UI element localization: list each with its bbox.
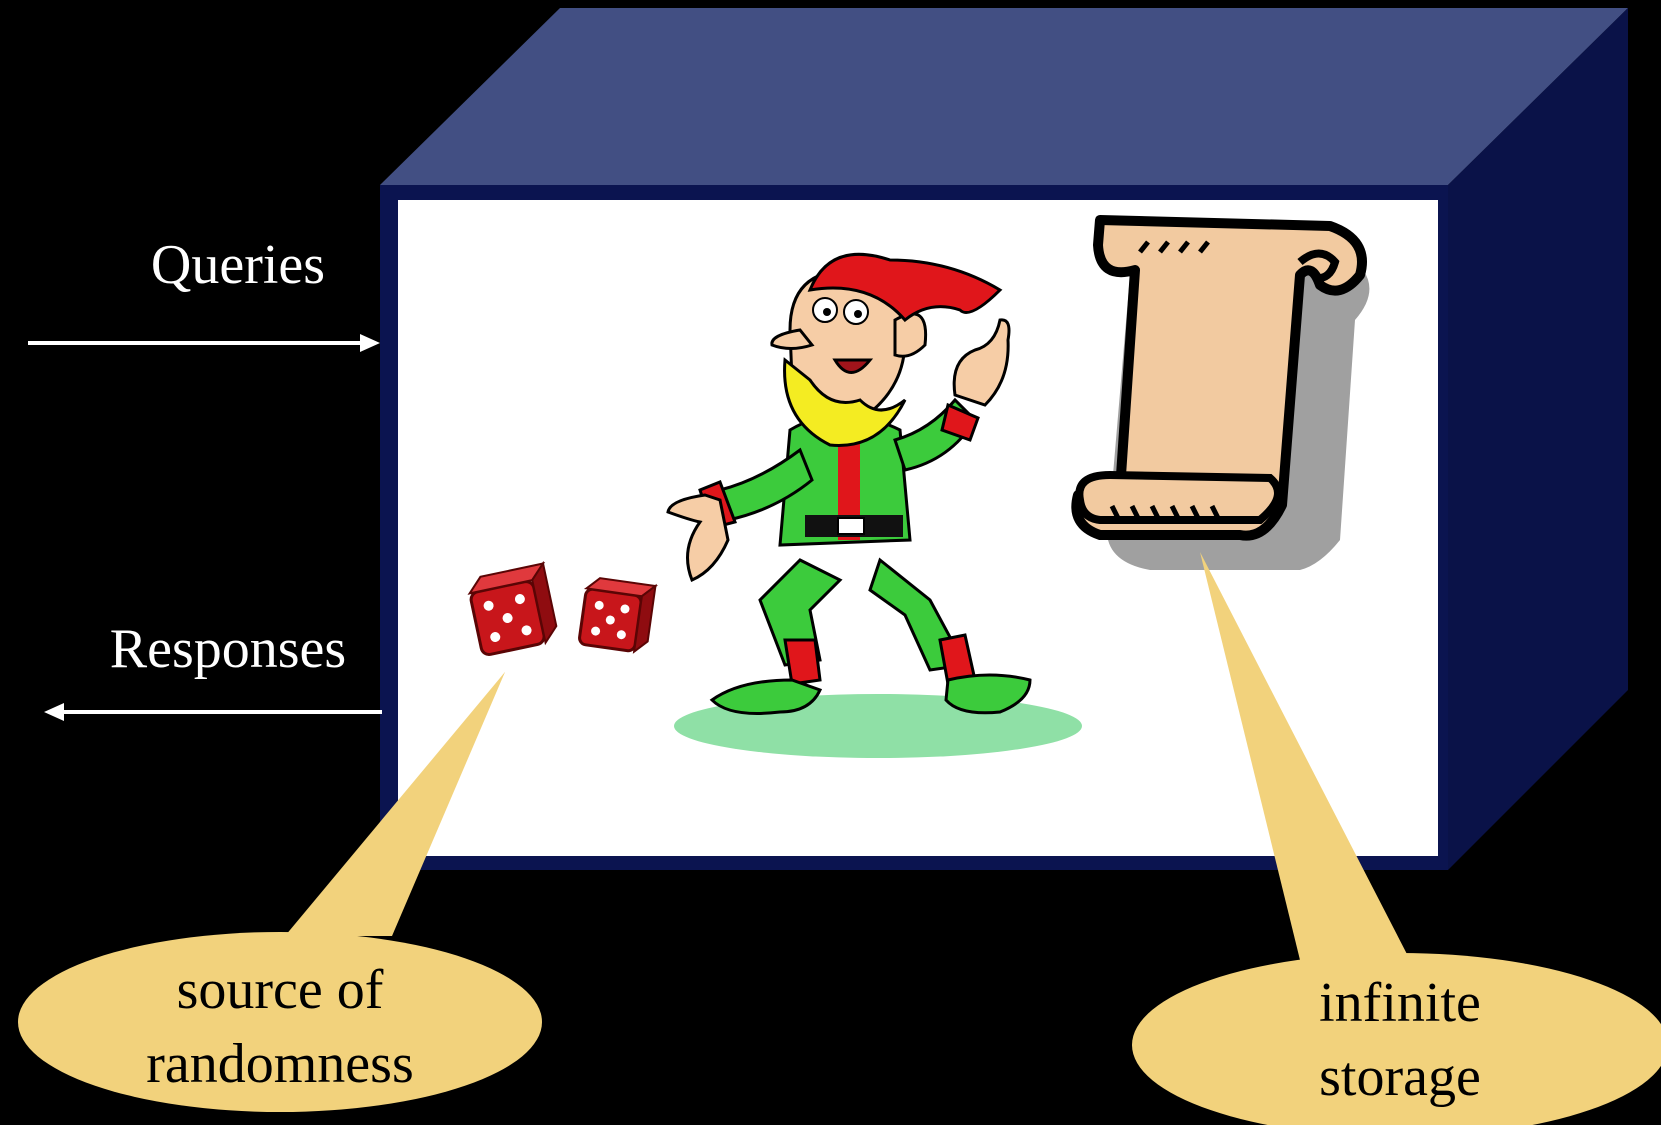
parchment-scroll-icon [1071, 215, 1370, 570]
box-side-face [1448, 8, 1628, 870]
queries-label: Queries [151, 234, 325, 296]
queries-arrow [28, 334, 380, 352]
randomness-callout-line1: source of [177, 959, 384, 1021]
elf-character-icon [666, 252, 1082, 758]
responses-label: Responses [110, 618, 346, 680]
randomness-callout-line2: randomness [146, 1033, 414, 1095]
dice-pair-icon [467, 560, 658, 657]
storage-callout-line1: infinite [1319, 972, 1481, 1034]
storage-callout [1132, 552, 1661, 1125]
randomness-callout [18, 672, 542, 1112]
storage-callout-line2: storage [1319, 1046, 1481, 1108]
box-top-face [380, 8, 1628, 185]
responses-arrow [44, 703, 382, 721]
